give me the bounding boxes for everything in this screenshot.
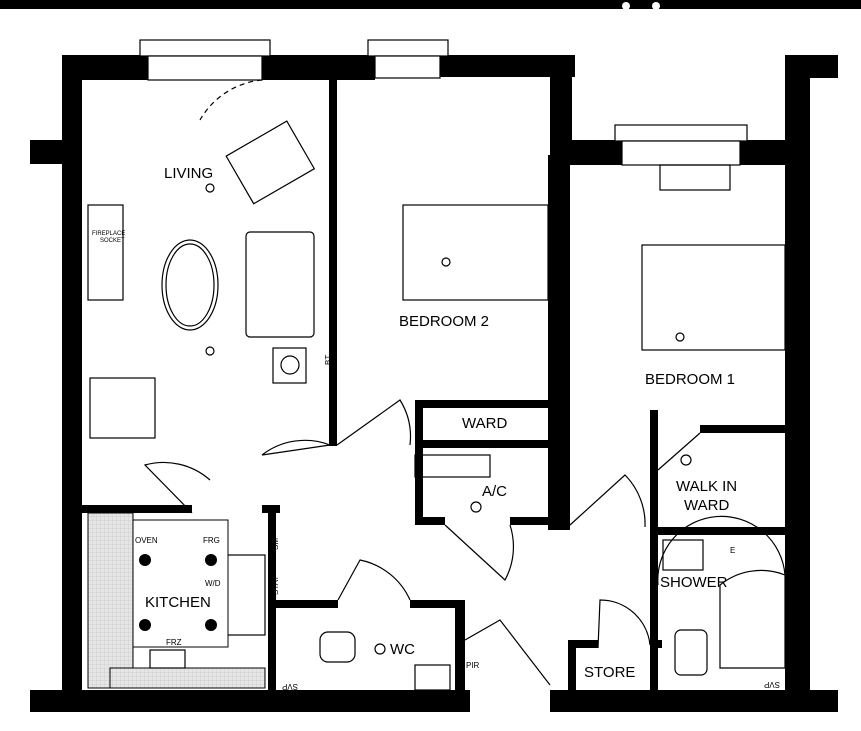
room-label-living: LIVING <box>164 165 213 182</box>
room-label-store: STORE <box>584 664 635 681</box>
label-freezer: FRZ <box>166 638 182 647</box>
kitchen-fittings <box>87 512 266 689</box>
room-label-ac: A/C <box>482 483 507 500</box>
room-label-bedroom-1: BEDROOM 1 <box>645 371 735 388</box>
doors <box>143 79 786 686</box>
label-smoke: SM <box>271 538 280 550</box>
label-washer-dryer: W/D <box>205 579 221 588</box>
label-pir: PIR <box>466 661 480 670</box>
label-svp-left: SVP <box>282 682 298 691</box>
room-label-shower: SHOWER <box>660 574 728 591</box>
internal-walls <box>82 78 790 695</box>
label-bt: BT <box>324 355 333 365</box>
room-label-ward: WARD <box>462 415 507 432</box>
room-label-walk-in: WALK IN <box>676 478 737 495</box>
label-fridge: FRG <box>203 536 220 545</box>
label-e: E <box>730 546 735 555</box>
label-oven: OVEN <box>135 536 158 545</box>
label-fireplace-socket: SOCKET <box>100 238 125 244</box>
label-svp-right: SVP <box>764 680 780 689</box>
room-label-wc: WC <box>390 641 415 658</box>
external-walls <box>30 55 838 712</box>
room-label-walk-in-ward: WARD <box>684 497 729 514</box>
room-label-kitchen: KITCHEN <box>145 594 211 611</box>
label-fireplace: FIREPLACE <box>92 231 125 237</box>
windows <box>139 39 748 166</box>
furniture <box>87 120 786 691</box>
top-border <box>0 0 861 9</box>
room-label-bedroom-2: BEDROOM 2 <box>399 313 489 330</box>
label-stat: STAT <box>271 576 280 595</box>
